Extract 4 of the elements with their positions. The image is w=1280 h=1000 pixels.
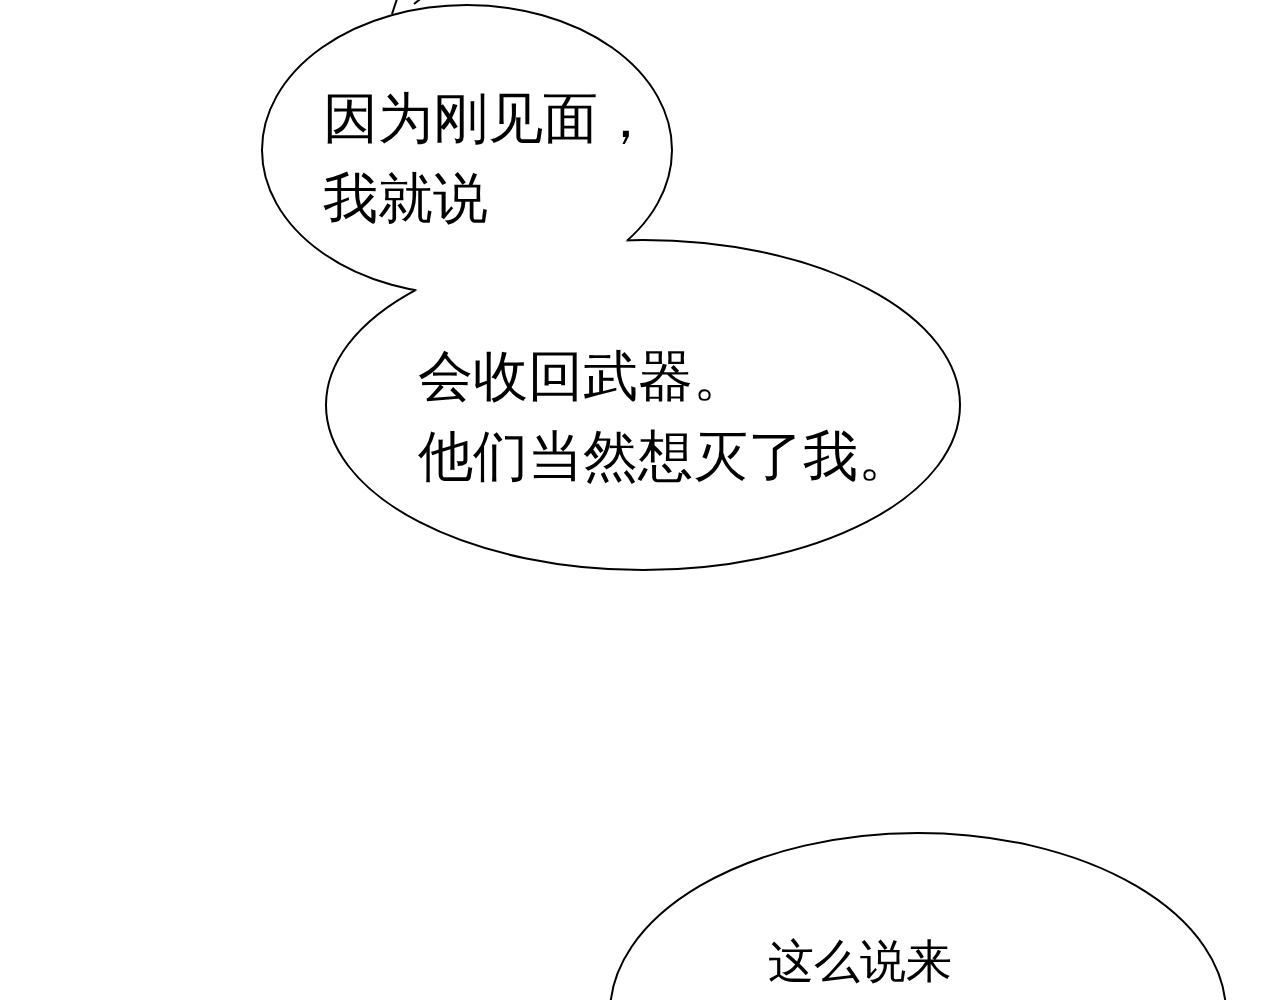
dialogue-text: 因为刚见面，我就说 <box>323 85 654 232</box>
dialogue-text: 会收回武器。 <box>418 343 748 410</box>
dialogue-text: 这么说来 <box>768 933 952 989</box>
dialogue-text: 他们当然想灭了我。 <box>418 423 913 490</box>
